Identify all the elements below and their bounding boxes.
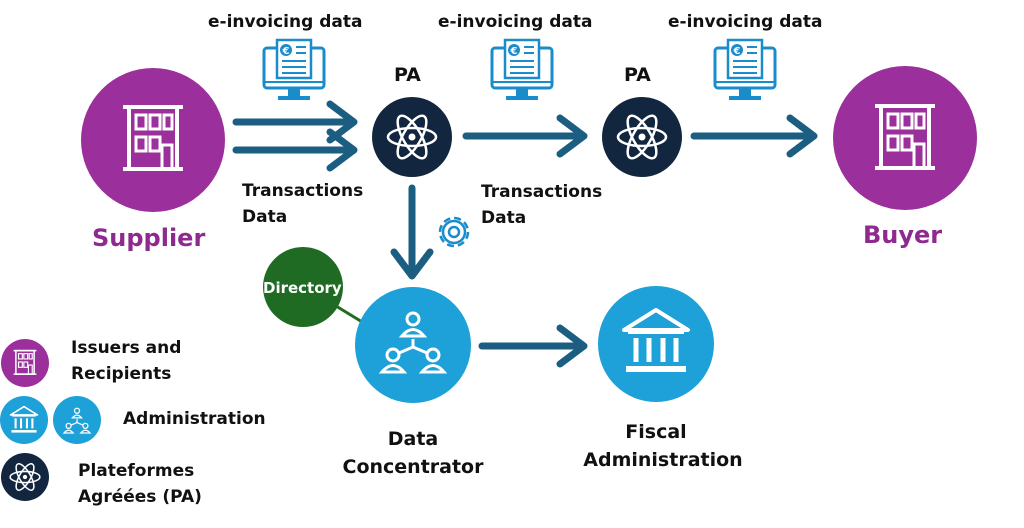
legend-administration-symbol-1 (0, 396, 48, 444)
data-concentrator-label-line1: Data (387, 428, 439, 450)
gear-icon (438, 216, 470, 248)
einvoice-label-3: e-invoicing data (668, 12, 823, 32)
transactions-label-1-line2: Data (242, 207, 288, 227)
arrow-concentrator-fiscal (478, 324, 588, 368)
monitor-invoice-icon (262, 38, 326, 102)
arrow-pa-pa (462, 114, 588, 158)
fiscal-label-line2: Administration (583, 449, 743, 471)
supplier-node[interactable] (81, 68, 225, 212)
buyer-node[interactable] (833, 66, 977, 210)
legend-pa-symbol (1, 453, 49, 501)
legend-issuers-line1: Issuers and (71, 338, 182, 358)
transactions-label-1-line1: Transactions (242, 181, 364, 201)
legend-pa-line1: Plateformes (78, 461, 195, 481)
transactions-label-2-line1: Transactions (481, 182, 603, 202)
pa-node-1[interactable] (372, 97, 452, 177)
fiscal-administration-node[interactable] (598, 286, 714, 402)
arrow-supplier-pa-2 (232, 128, 358, 172)
legend (0, 339, 101, 501)
directory-node[interactable] (263, 247, 343, 327)
buyer-label: Buyer (863, 221, 943, 249)
fiscal-label-line1: Fiscal (625, 421, 687, 443)
arrow-pa-concentrator (390, 184, 434, 280)
pa-label-2: PA (624, 64, 651, 86)
supplier-label: Supplier (92, 224, 206, 252)
pa-label-1: PA (394, 64, 421, 86)
legend-administration: Administration (123, 409, 266, 429)
directory-label: Directory (263, 279, 342, 297)
data-concentrator-node[interactable] (355, 287, 471, 403)
monitor-invoice-icon (713, 38, 777, 102)
transactions-label-2-line2: Data (481, 208, 527, 228)
einvoice-label-2: e-invoicing data (438, 12, 593, 32)
einvoice-label-1: e-invoicing data (208, 12, 363, 32)
monitor-invoice-icon (490, 38, 554, 102)
legend-issuers-line2: Recipients (71, 364, 172, 384)
legend-administration-symbol-2 (53, 396, 101, 444)
arrow-pa-buyer (690, 114, 818, 158)
legend-pa-line2: Agréées (PA) (78, 487, 202, 507)
flow-arrows (232, 100, 818, 368)
pa-node-2[interactable] (602, 97, 682, 177)
legend-issuers-symbol (1, 339, 49, 387)
data-concentrator-label-line2: Concentrator (342, 456, 484, 478)
